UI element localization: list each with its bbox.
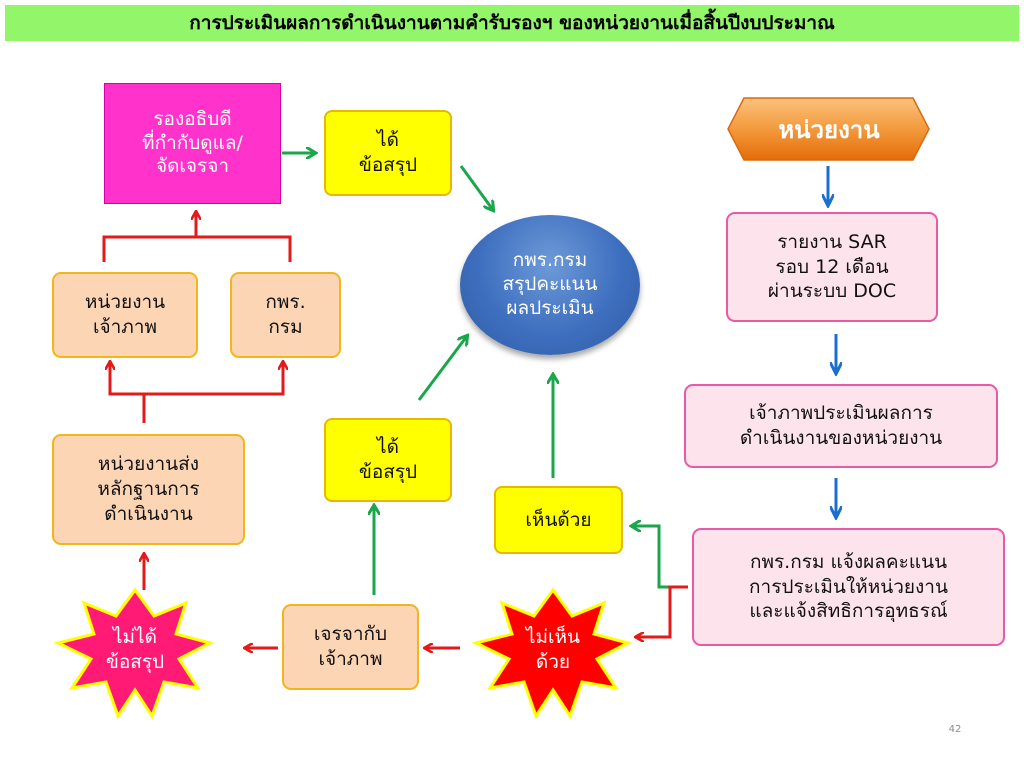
- notify-box: กพร.กรม แจ้งผลคะแนน การประเมินให้หน่วยงา…: [692, 528, 1005, 646]
- kpr-dept-box: กพร. กรม: [230, 272, 341, 358]
- host-unit-box: หน่วยงาน เจ้าภาพ: [52, 272, 198, 358]
- title-bar: การประเมินผลการดำเนินงานตามคำรับรองฯ ของ…: [5, 5, 1019, 41]
- kpr-center-circle: กพร.กรม สรุปคะแนน ผลประเมิน: [460, 215, 640, 355]
- disagree-star: [471, 587, 633, 720]
- negotiate-box: เจรจากับ เจ้าภาพ: [282, 604, 419, 690]
- sar-report-box: รายงาน SAR รอบ 12 เดือน ผ่านระบบ DOC: [726, 212, 938, 322]
- unit-banner-label: หน่วยงาน: [778, 115, 880, 144]
- deputy-box: รองอธิบดี ที่กำกับดูแล/ จัดเจรจา: [104, 83, 281, 204]
- agree-box: เห็นด้วย: [494, 486, 623, 554]
- conclusion-top-box: ได้ ข้อสรุป: [324, 110, 452, 196]
- page-title: การประเมินผลการดำเนินงานตามคำรับรองฯ ของ…: [189, 12, 835, 34]
- no-conclusion-star: [53, 587, 215, 720]
- unit-banner-shape: [727, 97, 930, 161]
- disagree-label: ไม่เห็น ด้วย: [525, 626, 581, 673]
- host-evaluates-box: เจ้าภาพประเมินผลการ ดำเนินงานของหน่วยงาน: [684, 384, 998, 468]
- no-conclusion-label: ไม่ได้ ข้อสรุป: [105, 626, 165, 673]
- evidence-box: หน่วยงานส่ง หลักฐานการ ดำเนินงาน: [52, 434, 245, 545]
- page-number: 42: [948, 724, 962, 735]
- conclusion-mid-box: ได้ ข้อสรุป: [324, 418, 452, 502]
